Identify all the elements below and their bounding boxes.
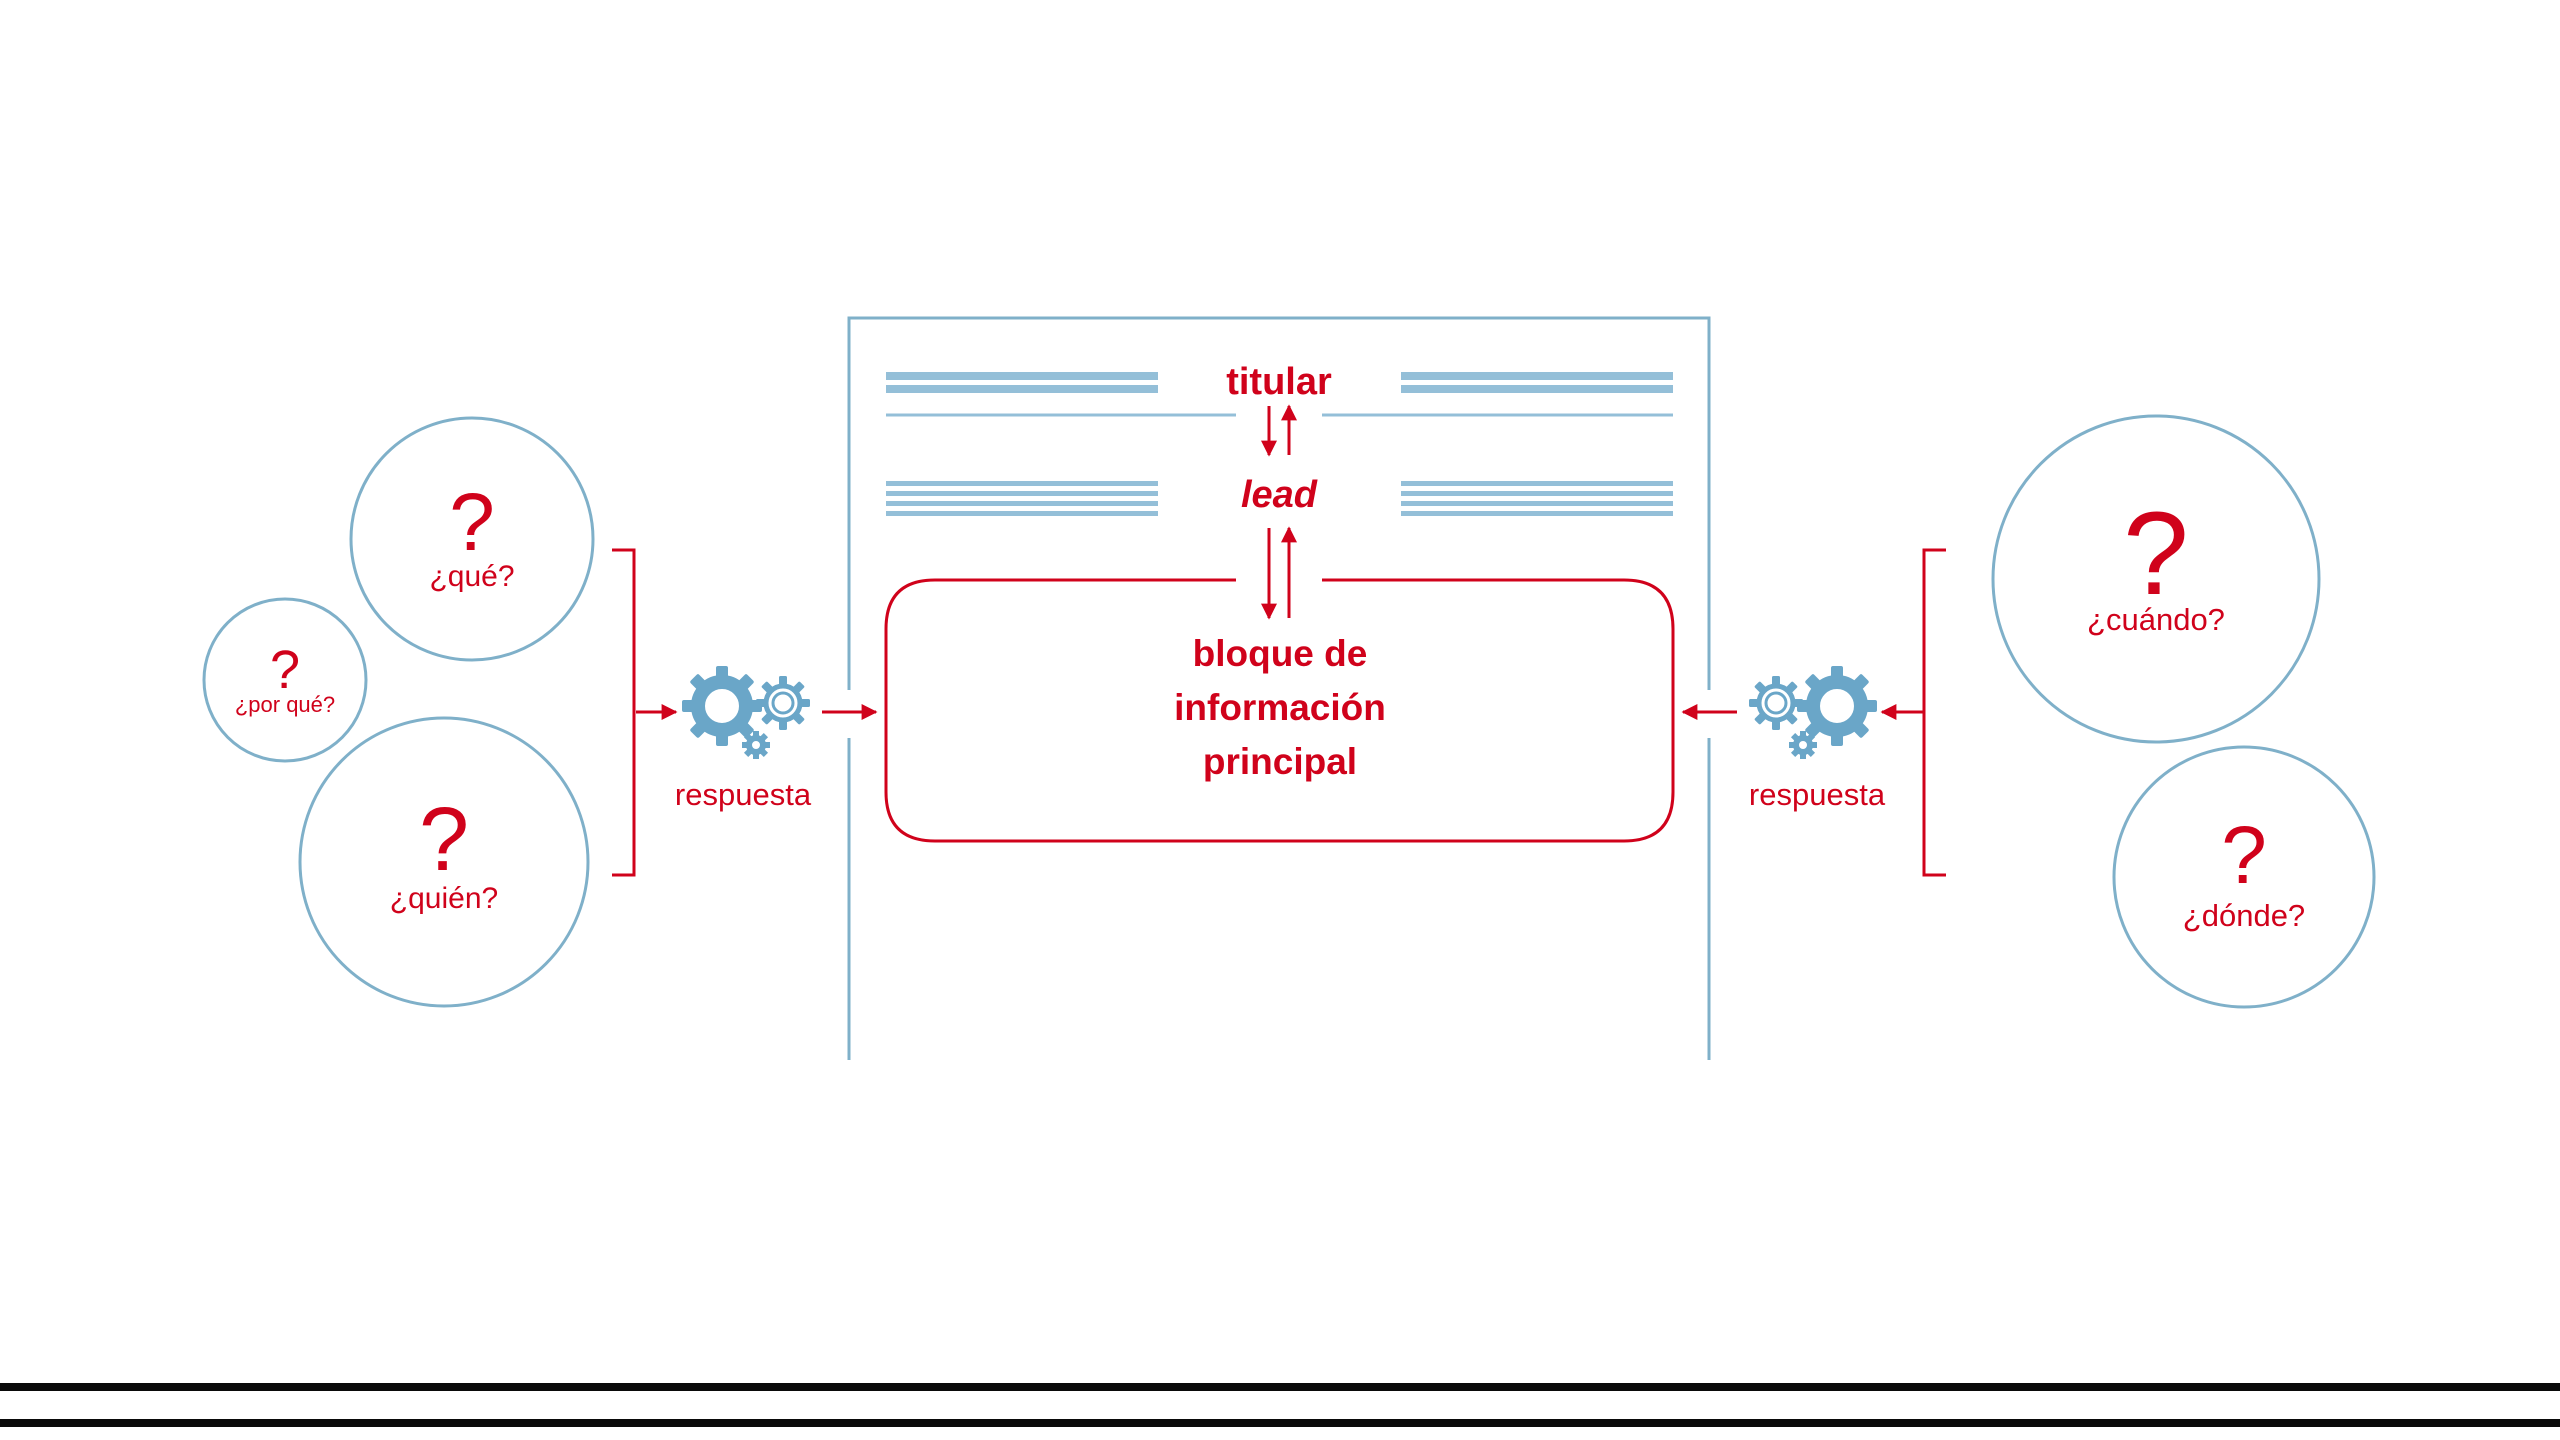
question-mark: ? xyxy=(2221,810,2267,901)
question-donde: ? ¿dónde? xyxy=(2112,745,2376,1009)
titular-bars-left xyxy=(886,372,1158,393)
left-bracket xyxy=(612,548,636,877)
frame-top-and-left-upper xyxy=(847,316,1711,690)
question-que: ? ¿qué? xyxy=(349,416,595,662)
document-frame: titular lead bloque de información princ… xyxy=(847,316,1711,1060)
question-label-quien: ¿quién? xyxy=(390,882,498,915)
question-label-por-que: ¿por qué? xyxy=(235,692,335,717)
question-circle-por-que xyxy=(202,597,368,763)
bottom-rule-upper xyxy=(0,1383,2560,1391)
question-mark: ? xyxy=(270,640,300,700)
block-label-line1: bloque de xyxy=(1193,633,1368,674)
titular-bars-right xyxy=(1401,372,1673,393)
question-circle-que xyxy=(349,416,595,662)
titular-label: titular xyxy=(1226,361,1332,403)
question-circle-quien xyxy=(298,716,590,1008)
bottom-rule-lower xyxy=(0,1419,2560,1427)
gears-icon xyxy=(682,666,810,759)
question-label-cuando: ¿cuándo? xyxy=(2087,602,2225,637)
question-cuando: ? ¿cuándo? xyxy=(1991,414,2321,744)
block-label-line3: principal xyxy=(1203,741,1357,782)
question-por-que: ? ¿por qué? xyxy=(202,597,368,763)
right-bracket xyxy=(1922,548,1946,877)
question-label-donde: ¿dónde? xyxy=(2183,898,2305,933)
question-circle-donde xyxy=(2112,745,2376,1009)
question-mark: ? xyxy=(449,477,495,568)
question-mark: ? xyxy=(2123,488,2189,620)
question-mark: ? xyxy=(419,790,469,890)
response-label-right: respuesta xyxy=(1749,777,1886,812)
gears-icon xyxy=(1749,666,1877,759)
lead-label: lead xyxy=(1241,474,1318,516)
question-label-que: ¿qué? xyxy=(429,560,514,593)
response-label-left: respuesta xyxy=(675,777,812,812)
block-label-line2: información xyxy=(1174,687,1386,728)
question-quien: ? ¿quién? xyxy=(298,716,590,1008)
question-circle-cuando xyxy=(1991,414,2321,744)
lead-bars-left xyxy=(886,481,1158,516)
main-block-outline xyxy=(884,578,1675,843)
lead-bars-right xyxy=(1401,481,1673,516)
